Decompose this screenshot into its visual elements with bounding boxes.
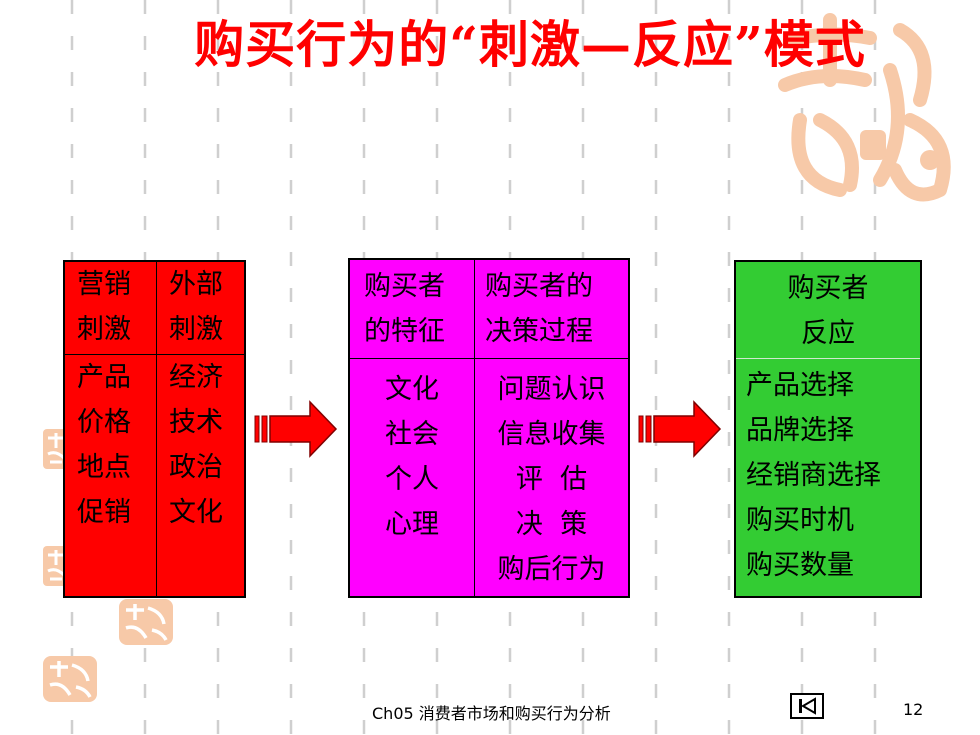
header-text: 购买者的 xyxy=(485,271,593,302)
buyer-col-characteristics: 文化 社会 个人 心理 xyxy=(350,358,474,596)
list-item: 技术 xyxy=(169,407,223,438)
list-item: 品牌选择 xyxy=(746,415,854,446)
list-item: 产品 xyxy=(77,362,131,393)
footer-text: Ch05 消费者市场和购买行为分析 xyxy=(372,704,611,723)
list-item: 购买数量 xyxy=(746,550,854,581)
response-items: 产品选择 品牌选择 经销商选择 购买时机 购买数量 xyxy=(736,358,920,596)
buyer-box: 购买者 的特征 购买者的 决策过程 文化 社会 个人 心理 问题认识 信息收集 … xyxy=(348,258,630,598)
stimulus-box: 营销 刺激 外部 刺激 产品 价格 地点 促销 经济 技术 政治 文化 xyxy=(63,260,246,598)
list-item: 购后行为 xyxy=(497,554,606,585)
list-item: 评 估 xyxy=(515,464,588,495)
list-item: 心理 xyxy=(385,509,439,540)
stimulus-col-external: 经济 技术 政治 文化 xyxy=(156,354,244,596)
seal-small-icon xyxy=(43,656,97,702)
header-text: 外部 xyxy=(169,269,223,300)
list-item: 购买时机 xyxy=(746,505,854,536)
stimulus-header-external: 外部 刺激 xyxy=(156,262,244,354)
header-text: 决策过程 xyxy=(485,316,593,347)
list-item: 社会 xyxy=(385,419,439,450)
header-text: 购买者 xyxy=(364,271,445,302)
list-item: 促销 xyxy=(77,497,131,528)
stimulus-header-marketing: 营销 刺激 xyxy=(65,262,156,354)
header-text: 的特征 xyxy=(364,316,445,347)
list-item: 地点 xyxy=(77,452,131,483)
list-item: 政治 xyxy=(169,452,223,483)
header-text: 刺激 xyxy=(77,314,131,345)
buyer-header-decision: 购买者的 决策过程 xyxy=(474,260,628,358)
stimulus-col-marketing: 产品 价格 地点 促销 xyxy=(65,354,156,596)
response-box: 购买者 反应 产品选择 品牌选择 经销商选择 购买时机 购买数量 xyxy=(734,260,922,598)
first-slide-button[interactable] xyxy=(790,693,824,719)
list-item: 文化 xyxy=(169,497,223,528)
list-item: 价格 xyxy=(77,407,131,438)
list-item: 文化 xyxy=(385,374,439,405)
response-header: 购买者 反应 xyxy=(736,262,920,358)
header-text: 刺激 xyxy=(169,314,223,345)
header-text: 反应 xyxy=(801,318,855,349)
list-item: 问题认识 xyxy=(497,374,606,405)
page-title: 购买行为的“刺激—反应”模式 xyxy=(194,15,866,74)
list-item: 经销商选择 xyxy=(746,460,881,491)
list-item: 个人 xyxy=(385,464,439,495)
list-item: 经济 xyxy=(169,362,223,393)
header-text: 购买者 xyxy=(787,273,869,304)
seal-small-icon xyxy=(119,599,173,645)
arrow-right-icon xyxy=(638,400,722,458)
buyer-header-characteristics: 购买者 的特征 xyxy=(350,260,474,358)
list-item: 产品选择 xyxy=(746,370,854,401)
seal-small-icon xyxy=(43,546,69,586)
seal-watermark-icon xyxy=(778,13,951,202)
header-text: 营销 xyxy=(77,269,131,300)
list-item: 信息收集 xyxy=(497,419,606,450)
list-item: 决 策 xyxy=(515,509,588,540)
seal-small-icon xyxy=(43,429,69,469)
buyer-col-decision: 问题认识 信息收集 评 估 决 策 购后行为 xyxy=(474,358,628,596)
page-number: 12 xyxy=(903,700,924,719)
arrow-right-icon xyxy=(254,400,338,458)
skip-back-icon xyxy=(799,697,816,715)
